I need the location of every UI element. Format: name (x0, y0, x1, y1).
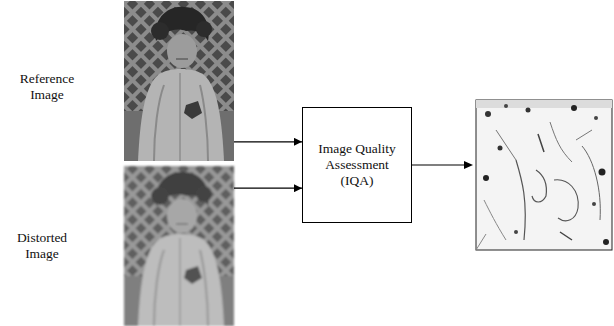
distorted-image: Distorted Image (124, 166, 234, 326)
image-label: Distorted Image (2, 230, 82, 262)
box-label: Image Quality Assessment (IQA) (315, 141, 399, 190)
arrow-connector (234, 141, 302, 142)
arrow-connector (234, 188, 302, 189)
image-label: Reference Image (7, 71, 87, 103)
process-box: Image Quality Assessment (IQA) (302, 107, 412, 223)
reference-image: Reference Image (124, 1, 234, 161)
